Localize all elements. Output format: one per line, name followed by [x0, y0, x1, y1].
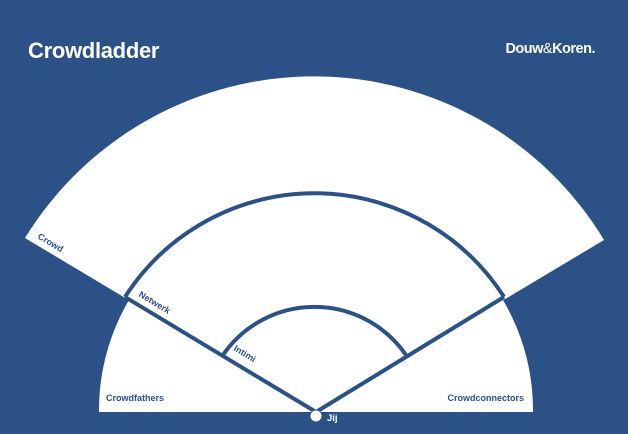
crowdconnectors-label: Crowdconnectors — [447, 393, 524, 403]
netwerk-ring-boundary — [123, 191, 506, 299]
logo-part-douw: Douw — [505, 41, 543, 57]
intimi-ring-boundary — [221, 304, 408, 357]
logo-part-koren: Koren. — [552, 41, 595, 57]
jij-node — [310, 410, 322, 422]
left-ray — [123, 295, 318, 414]
page-title: Crowdladder — [28, 38, 160, 63]
logo-ampersand: & — [542, 41, 553, 57]
douw-koren-logo: Douw&Koren. — [505, 41, 595, 57]
right-ray — [314, 295, 506, 414]
lower-half-circle — [99, 193, 533, 412]
jij-label: Jij — [327, 413, 338, 424]
crowdfathers-label: Crowdfathers — [106, 393, 164, 403]
